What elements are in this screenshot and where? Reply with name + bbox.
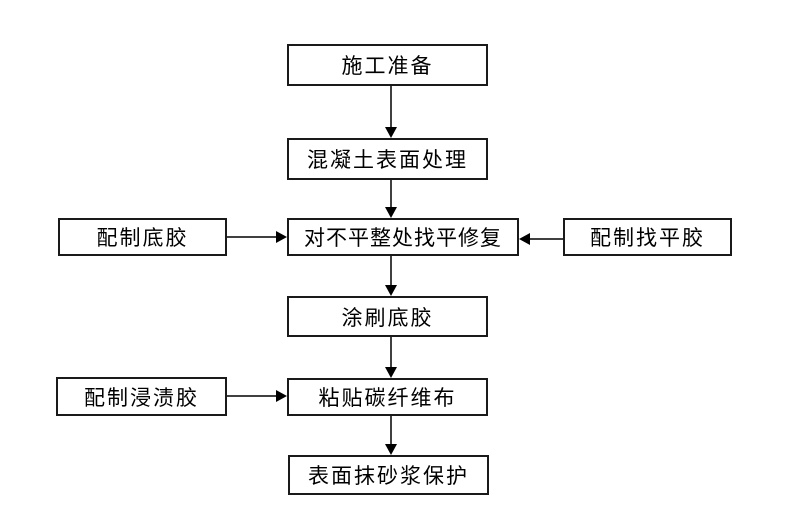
arrow-prep-to-surface-icon — [385, 86, 397, 138]
node-prepare-primer: 配制底胶 — [58, 218, 227, 256]
arrow-primer-mix-to-level-icon — [227, 231, 287, 243]
node-prepare-impregnation-adhesive: 配制浸渍胶 — [56, 377, 227, 416]
node-surface-mortar-protection: 表面抹砂浆保护 — [288, 455, 489, 495]
arrow-impreg-mix-to-paste-icon — [227, 390, 287, 402]
arrow-level-mix-to-level-icon — [519, 233, 563, 245]
node-apply-primer: 涂刷底胶 — [287, 296, 488, 337]
node-paste-carbon-fiber-cloth: 粘贴碳纤维布 — [287, 378, 488, 416]
node-construction-preparation: 施工准备 — [287, 44, 488, 86]
node-prepare-leveling-adhesive: 配制找平胶 — [563, 218, 732, 256]
arrow-surface-to-level-icon — [385, 180, 397, 218]
node-leveling-repair: 对不平整处找平修复 — [287, 218, 519, 256]
node-concrete-surface-treatment: 混凝土表面处理 — [287, 138, 488, 180]
arrow-level-to-brush-icon — [385, 256, 397, 296]
arrow-brush-to-paste-icon — [385, 337, 397, 378]
arrow-paste-to-protect-icon — [385, 416, 397, 455]
